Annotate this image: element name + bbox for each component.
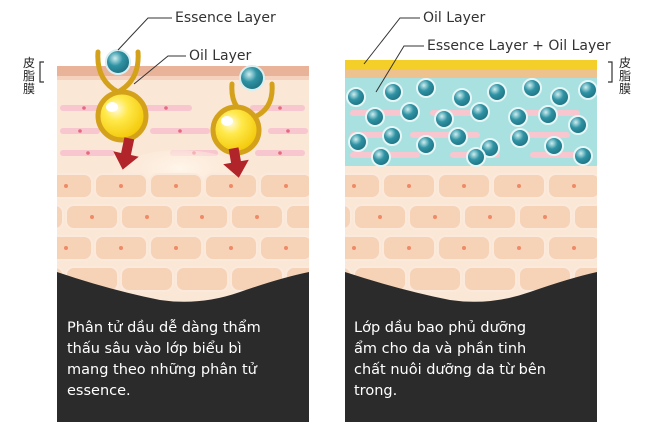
right-callout-lines — [363, 17, 424, 93]
left-oil-molecule-2 — [210, 65, 275, 178]
essence-molecule-icon — [239, 65, 265, 91]
left-dark-base — [57, 272, 309, 422]
right-sebum-film-label: 皮脂膜 — [618, 56, 631, 96]
down-arrow-icon — [113, 137, 139, 170]
right-oil-film — [345, 60, 597, 70]
left-sebum-film-label: 皮脂膜 — [22, 56, 35, 96]
left-callout-lines — [117, 17, 186, 85]
oil-molecule-icon — [210, 104, 262, 156]
left-sebum-film — [57, 66, 309, 76]
oil-molecule-icon — [95, 89, 149, 143]
right-sebum-bracket — [608, 61, 613, 83]
essence-molecule-icon — [105, 49, 131, 75]
left-essence-layer-label: Essence Layer — [175, 10, 276, 26]
right-essence-molecules — [346, 78, 597, 167]
left-sebum-bracket — [39, 61, 44, 83]
left-oil-layer-label: Oil Layer — [189, 48, 252, 64]
left-caption: Phân tử dầu dễ dàng thẩm thấu sâu vào lớ… — [67, 320, 261, 399]
right-panel — [345, 60, 597, 422]
right-dark-base — [345, 272, 597, 422]
right-essence-oil-layer-label: Essence Layer + Oil Layer — [427, 38, 611, 54]
left-panel — [57, 66, 309, 422]
down-arrow-icon — [223, 147, 249, 178]
right-oil-layer-label: Oil Layer — [423, 10, 486, 26]
right-caption: Lớp dầu bao phủ dưỡng ẩm cho da và phần … — [354, 320, 546, 399]
left-oil-molecule-1 — [95, 49, 149, 170]
